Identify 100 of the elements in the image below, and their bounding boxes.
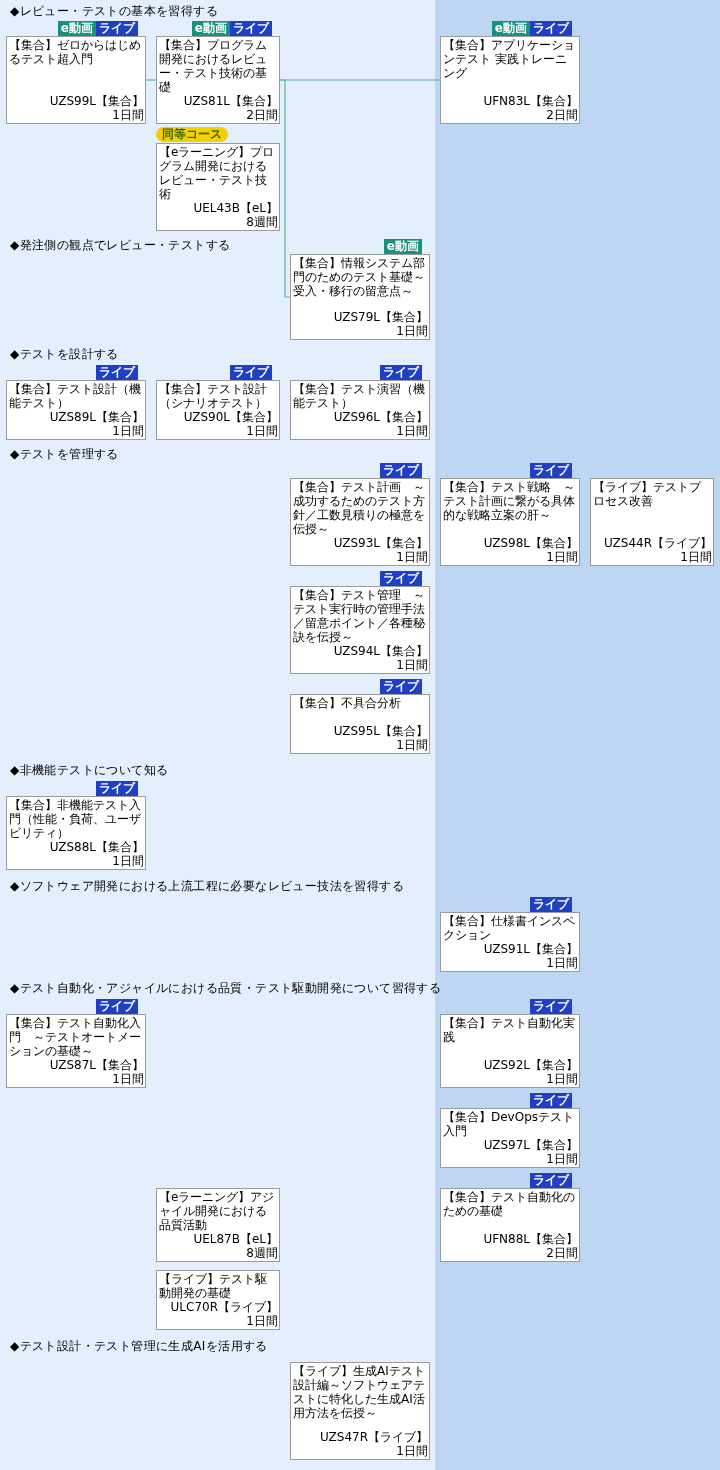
live-badge: ライブ xyxy=(380,463,422,478)
course-title: 【集合】テスト管理 ～テスト実行時の管理手法／留意ポイント／各種秘訣を伝授～ xyxy=(293,588,426,644)
course-code: UZS47R【ライブ】 xyxy=(319,1430,428,1444)
course-title: 【ライブ】テストプロセス改善 xyxy=(593,480,703,508)
course-duration: 1日間 xyxy=(396,658,428,672)
course-code: UZS89L【集合】 xyxy=(49,410,144,424)
course-box xyxy=(290,1362,430,1460)
video-badge: e動画 xyxy=(57,21,96,36)
course-box xyxy=(6,1014,146,1088)
course-duration: 8週間 xyxy=(246,215,278,229)
course-box xyxy=(440,478,580,566)
live-badge: ライブ xyxy=(96,365,138,380)
course-duration: 1日間 xyxy=(112,424,144,438)
course-code: UZS87L【集合】 xyxy=(49,1058,144,1072)
course-code: UZS96L【集合】 xyxy=(333,410,428,424)
live-badge: ライブ xyxy=(530,1093,572,1108)
course-title: 【eラーニング】アジャイル開発における品質活動 xyxy=(159,1190,276,1232)
section-heading: ◆非機能テストについて知る xyxy=(10,762,169,778)
live-badge: ライブ xyxy=(96,21,138,36)
course-duration: 1日間 xyxy=(112,854,144,868)
course-title: 【集合】非機能テスト入門（性能・負荷、ユーザビリティ） xyxy=(9,798,142,840)
course-duration: 1日間 xyxy=(396,424,428,438)
video-badge: e動画 xyxy=(491,21,530,36)
course-title: 【集合】情報システム部門のためのテスト基礎～受入・移行の留意点～ xyxy=(293,256,426,298)
course-box xyxy=(290,586,430,674)
course-title: 【集合】テスト計画 ～成功するためのテスト方針／工数見積りの極意を伝授～ xyxy=(293,480,426,536)
section-heading: ◆発注側の観点でレビュー・テストする xyxy=(10,237,231,253)
course-code: UFN83L【集合】 xyxy=(483,94,578,108)
course-code: UZS88L【集合】 xyxy=(49,840,144,854)
course-title: 【集合】不具合分析 xyxy=(293,696,402,710)
live-badge: ライブ xyxy=(530,999,572,1014)
section-heading: ◆テスト設計・テスト管理に生成AIを活用する xyxy=(10,1338,268,1354)
course-duration: 8週間 xyxy=(246,1246,278,1260)
course-code: UZS94L【集合】 xyxy=(333,644,428,658)
course-box xyxy=(440,912,580,972)
course-box xyxy=(6,36,146,124)
course-box xyxy=(156,1270,280,1330)
course-title: 【集合】仕様書インスペクション xyxy=(443,914,576,942)
course-code: UZS44R【ライブ】 xyxy=(603,536,712,550)
course-duration: 1日間 xyxy=(546,1072,578,1086)
course-box xyxy=(440,36,580,124)
course-box xyxy=(440,1108,580,1168)
course-title: 【集合】テスト設計（機能テスト） xyxy=(9,382,142,410)
course-box xyxy=(156,143,280,231)
course-title: 【集合】テスト演習（機能テスト） xyxy=(293,382,426,410)
course-code: UEL87B【eL】 xyxy=(193,1232,278,1246)
course-duration: 1日間 xyxy=(396,324,428,338)
course-title: 【集合】テスト戦略 ～テスト計画に繋がる具体的な戦略立案の肝～ xyxy=(443,480,576,522)
live-badge: ライブ xyxy=(380,365,422,380)
course-box xyxy=(290,254,430,340)
section-heading: ◆テストを設計する xyxy=(10,346,119,362)
video-badge: e動画 xyxy=(383,239,422,254)
course-title: 【集合】DevOpsテスト入門 xyxy=(443,1110,576,1138)
course-box xyxy=(156,380,280,440)
course-title: 【ライブ】テスト駆動開発の基礎 xyxy=(159,1272,268,1300)
section-heading: ◆レビュー・テストの基本を習得する xyxy=(10,3,219,19)
live-badge: ライブ xyxy=(380,571,422,586)
connector-line xyxy=(145,79,157,81)
course-box xyxy=(440,1014,580,1088)
course-code: UZS97L【集合】 xyxy=(483,1138,578,1152)
live-badge: ライブ xyxy=(96,999,138,1014)
course-duration: 1日間 xyxy=(112,108,144,122)
live-badge: ライブ xyxy=(530,21,572,36)
course-box xyxy=(156,36,280,124)
live-badge: ライブ xyxy=(530,897,572,912)
course-code: UZS93L【集合】 xyxy=(333,536,428,550)
course-code: UZS98L【集合】 xyxy=(483,536,578,550)
course-title: 【集合】テスト設計（シナリオテスト） xyxy=(159,382,268,410)
section-heading: ◆テスト自動化・アジャイルにおける品質・テスト駆動開発について習得する xyxy=(10,980,442,996)
connector-line xyxy=(279,79,291,298)
course-duration: 1日間 xyxy=(246,1314,278,1328)
course-duration: 1日間 xyxy=(396,1444,428,1458)
course-title: 【ライブ】生成AIテスト設計編～ソフトウェアテストに特化した生成AI活用方法を伝授～ xyxy=(293,1364,426,1420)
video-badge: e動画 xyxy=(191,21,230,36)
course-code: UEL43B【eL】 xyxy=(193,201,278,215)
course-title: 【集合】テスト自動化実践 xyxy=(443,1016,576,1044)
course-duration: 1日間 xyxy=(396,738,428,752)
course-code: UZS79L【集合】 xyxy=(333,310,428,324)
live-badge: ライブ xyxy=(530,1173,572,1188)
course-box xyxy=(290,694,430,754)
course-duration: 1日間 xyxy=(246,424,278,438)
course-title: 【集合】テスト自動化入門 ～テストオートメーションの基礎～ xyxy=(9,1016,142,1058)
course-code: UZS90L【集合】 xyxy=(183,410,278,424)
course-duration: 2日間 xyxy=(546,108,578,122)
live-badge: ライブ xyxy=(380,679,422,694)
course-code: UZS81L【集合】 xyxy=(183,94,278,108)
course-duration: 1日間 xyxy=(112,1072,144,1086)
course-box xyxy=(6,380,146,440)
equivalent-course-badge: 同等コース xyxy=(156,127,228,142)
course-title: 【集合】ゼロからはじめるテスト超入門 xyxy=(9,38,142,66)
course-title: 【集合】プログラム開発におけるレビュー・テスト技術の基礎 xyxy=(159,38,268,94)
course-box xyxy=(590,478,714,566)
course-duration: 1日間 xyxy=(546,550,578,564)
course-code: UFN88L【集合】 xyxy=(483,1232,578,1246)
course-code: ULC70R【ライブ】 xyxy=(170,1300,278,1314)
course-title: 【集合】アプリケーションテスト 実践トレーニング xyxy=(443,38,576,80)
course-title: 【集合】テスト自動化のための基礎 xyxy=(443,1190,576,1218)
live-badge: ライブ xyxy=(230,21,272,36)
course-code: UZS92L【集合】 xyxy=(483,1058,578,1072)
course-duration: 1日間 xyxy=(546,1152,578,1166)
